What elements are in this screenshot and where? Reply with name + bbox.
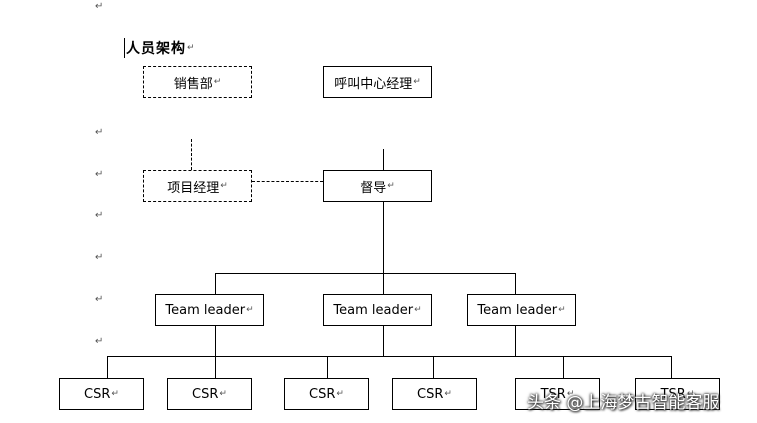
paragraph-mark: ↵: [413, 77, 421, 87]
org-box-label: 项目经理: [167, 180, 220, 196]
org-box-sales[interactable]: 销售部↵: [143, 66, 252, 98]
page-title[interactable]: 人员架构 ↵: [124, 38, 196, 58]
dashed-connector: [252, 181, 323, 182]
connector-line: [383, 326, 384, 357]
org-box-staff[interactable]: TSR↵: [635, 378, 720, 410]
org-box-label: CSR: [417, 386, 444, 402]
org-box-staff[interactable]: CSR↵: [284, 378, 369, 410]
connector-line: [433, 356, 434, 378]
org-box-label: 销售部: [173, 76, 213, 92]
org-box-team-leader[interactable]: Team leader↵: [467, 294, 576, 326]
connector-line: [515, 326, 516, 357]
connector-line: [383, 149, 384, 171]
org-box-label: TSR: [660, 386, 686, 402]
paragraph-mark: ↵: [111, 389, 119, 399]
connector-line: [383, 273, 384, 294]
org-box-label: CSR: [192, 386, 219, 402]
org-box-label: TSR: [540, 386, 566, 402]
connector-line: [383, 201, 384, 274]
text-cursor: [124, 38, 125, 58]
paragraph-mark: ↵: [558, 305, 566, 315]
paragraph-mark: ↵: [219, 389, 227, 399]
connector-line: [215, 273, 216, 294]
org-box-label: CSR: [84, 386, 111, 402]
org-box-staff[interactable]: TSR↵: [515, 378, 600, 410]
org-box-staff[interactable]: CSR↵: [167, 378, 252, 410]
paragraph-mark: ↵: [95, 169, 104, 180]
org-box-label: Team leader: [165, 302, 246, 318]
paragraph-mark: ↵: [95, 127, 104, 138]
connector-line: [215, 326, 216, 384]
paragraph-mark: ↵: [336, 389, 344, 399]
org-box-label: Team leader: [477, 302, 558, 318]
page-title-text: 人员架构: [126, 41, 186, 57]
paragraph-mark: ↵: [444, 389, 452, 399]
org-box-project-manager[interactable]: 项目经理↵: [143, 170, 252, 202]
paragraph-mark: ↵: [95, 210, 104, 221]
connector-line: [563, 356, 564, 378]
org-box-team-leader[interactable]: Team leader↵: [155, 294, 264, 326]
connector-line: [327, 356, 328, 378]
org-box-staff[interactable]: CSR↵: [392, 378, 477, 410]
watermark: 头条 @上海梦古智能客服: [527, 393, 720, 413]
connector-line: [107, 356, 672, 357]
paragraph-mark: ↵: [213, 77, 222, 87]
connector-line: [215, 273, 516, 274]
org-box-team-leader[interactable]: Team leader↵: [323, 294, 432, 326]
paragraph-mark: ↵: [95, 294, 104, 305]
org-box-staff[interactable]: CSR↵: [59, 378, 144, 410]
paragraph-mark: ↵: [414, 305, 422, 315]
paragraph-mark: ↵: [387, 181, 395, 191]
paragraph-mark: ↵: [686, 389, 695, 399]
dashed-connector: [191, 139, 192, 170]
paragraph-mark: ↵: [566, 389, 575, 399]
org-box-label: 呼叫中心经理: [334, 76, 413, 92]
connector-line: [671, 356, 672, 378]
paragraph-mark: ↵: [220, 181, 228, 191]
org-box-label: Team leader: [333, 302, 414, 318]
paragraph-mark: ↵: [246, 305, 254, 315]
connector-line: [515, 273, 516, 294]
paragraph-mark: ↵: [95, 1, 104, 12]
connector-line: [107, 356, 108, 378]
org-box-supervisor[interactable]: 督导↵: [323, 170, 432, 202]
paragraph-mark: ↵: [95, 336, 104, 347]
org-box-callcenter-manager[interactable]: 呼叫中心经理↵: [323, 66, 432, 98]
org-box-label: CSR: [309, 386, 336, 402]
paragraph-mark: ↵: [187, 43, 196, 53]
paragraph-mark: ↵: [95, 252, 104, 263]
org-box-label: 督导: [360, 180, 387, 196]
